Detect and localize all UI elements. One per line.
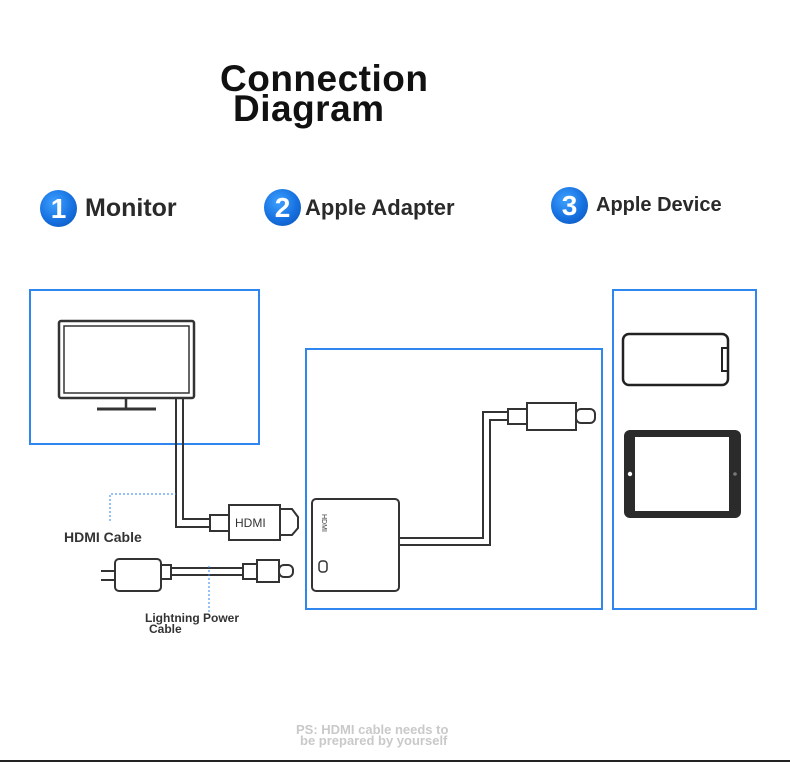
footnote-line-2: be prepared by yourself <box>300 733 448 748</box>
ipad-icon <box>624 430 741 518</box>
lightning-cable-line <box>171 567 243 576</box>
bottom-divider <box>0 760 790 762</box>
lightning-plug-icon <box>242 559 294 583</box>
title-line-1: Connection <box>220 58 429 99</box>
footnote: PS: HDMI cable needs to be prepared by y… <box>296 722 449 748</box>
step-apple-device: 3 Apple Device <box>551 187 722 224</box>
hdmi-cable-line <box>175 398 210 528</box>
step-1-badge: 1 <box>40 190 77 227</box>
adapter-hdmi-label: HDMI <box>320 514 327 532</box>
power-plug-icon <box>101 558 172 592</box>
step-apple-adapter: 2 Apple Adapter <box>264 189 455 226</box>
title-line-2: Diagram <box>233 88 385 129</box>
hdmi-plug-label: HDMI <box>235 516 266 530</box>
step-3-badge: 3 <box>551 187 588 224</box>
adapter-cable-line <box>399 411 508 546</box>
footnote-line-1: PS: HDMI cable needs to <box>296 722 449 737</box>
hdmi-plug-icon <box>209 504 299 541</box>
lightning-label-line-1: Lightning Power <box>145 611 239 625</box>
monitor-icon <box>57 319 196 411</box>
lightning-connector-icon <box>507 402 596 431</box>
step-2-label: Apple Adapter <box>305 194 455 220</box>
step-3-label: Apple Device <box>596 194 722 216</box>
lightning-cable-label: Lightning Power Cable <box>145 611 239 636</box>
diagram-title: Connection Diagram <box>220 60 428 129</box>
step-2-badge: 2 <box>264 189 301 226</box>
monitor-panel <box>29 289 260 445</box>
iphone-icon <box>621 332 730 387</box>
hdmi-cable-pointer <box>109 493 176 521</box>
adapter-icon <box>311 498 400 592</box>
step-1-label: Monitor <box>85 194 177 222</box>
hdmi-cable-label: HDMI Cable <box>64 529 142 545</box>
lightning-label-line-2: Cable <box>149 622 182 636</box>
step-monitor: 1 Monitor <box>40 190 177 227</box>
